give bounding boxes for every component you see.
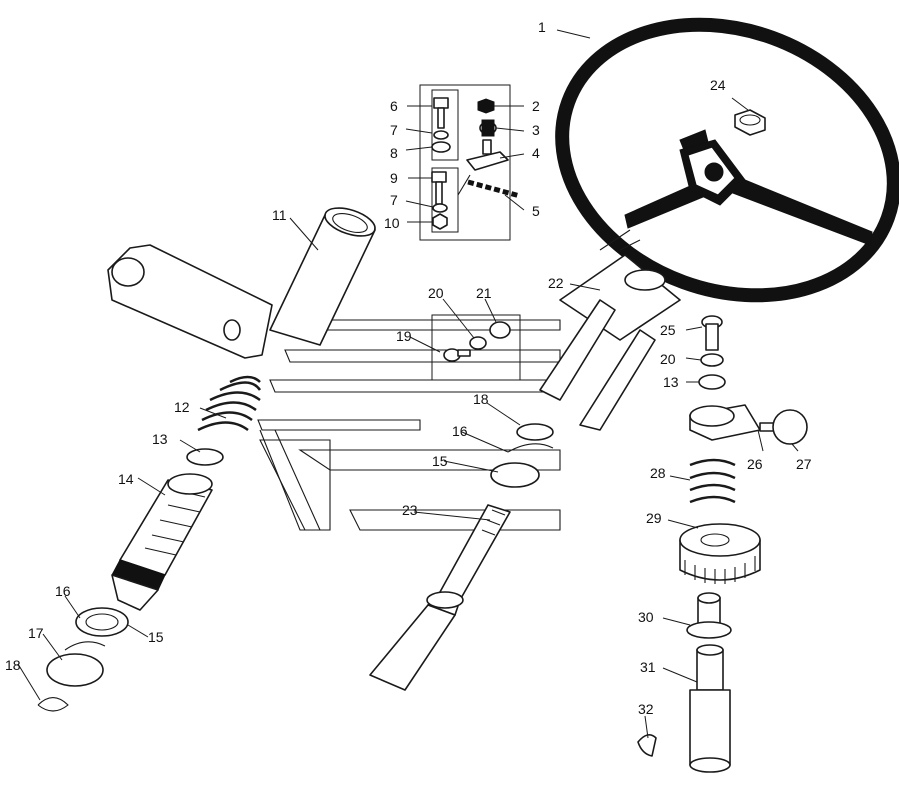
clip-18-center [516,423,554,441]
callout-31: 31 [640,659,656,675]
callout-20-center: 20 [428,285,444,301]
callout-3: 3 [532,122,540,138]
callout-30: 30 [638,609,654,625]
callout-14: 14 [118,471,134,487]
bearing-15-left [75,607,129,637]
callout-24: 24 [710,77,726,93]
callout-23: 23 [402,502,418,518]
bearing-15-center [490,462,540,488]
mount-hardware-group [419,84,521,241]
callout-18-center: 18 [473,391,489,407]
callout-19: 19 [396,328,412,344]
ring-16-left [64,641,106,651]
callout-13-right: 13 [663,374,679,390]
ring-16-center [507,443,554,453]
callout-13-left: 13 [152,431,168,447]
shaft-31 [689,644,731,773]
callout-21: 21 [476,285,492,301]
background-outline [257,319,561,531]
bushing-30 [686,592,732,639]
callout-17: 17 [28,625,44,641]
callout-9: 9 [390,170,398,186]
callout-7-lower: 7 [390,192,398,208]
callout-16-left: 16 [55,583,71,599]
callout-20-right: 20 [660,351,676,367]
callout-32: 32 [638,701,654,717]
callout-5: 5 [532,203,540,219]
washer-13-left [186,448,224,466]
callouts: 1 2 3 4 5 6 7 8 9 7 10 11 12 13 14 15 16… [5,19,812,717]
callout-2: 2 [532,98,540,114]
lever-26 [689,404,783,441]
callout-15-center: 15 [432,453,448,469]
callout-15-left: 15 [148,629,164,645]
steering-wheel [555,17,899,303]
callout-10: 10 [384,215,400,231]
callout-7-upper: 7 [390,122,398,138]
knob-27 [772,409,808,445]
callout-26: 26 [747,456,763,472]
spring-12 [197,375,262,432]
callout-16-center: 16 [452,423,468,439]
callout-12: 12 [174,399,190,415]
washer-17 [46,653,104,687]
steering-shaft-23 [369,504,511,691]
bushing-group [431,314,521,381]
callout-25: 25 [660,322,676,338]
callout-1: 1 [538,19,546,35]
callout-27: 27 [796,456,812,472]
callout-28: 28 [650,465,666,481]
washer-20-right [700,353,724,367]
callout-4: 4 [532,145,540,161]
gear-29 [679,523,761,584]
bracket-arm-11 [107,207,376,359]
bolt-25 [701,315,723,351]
callout-22: 22 [548,275,564,291]
clip-18-left [37,696,69,712]
knurled-shaft-14 [111,473,213,611]
column-bracket-22 [539,229,681,431]
washer-13-right [698,374,726,390]
callout-11: 11 [272,207,287,223]
spring-28 [689,458,736,504]
callout-8: 8 [390,145,398,161]
callout-18-left: 18 [5,657,21,673]
callout-29: 29 [646,510,662,526]
key-32 [637,734,657,757]
leader-lines [17,29,799,739]
callout-6: 6 [390,98,398,114]
nut-24 [734,109,766,136]
